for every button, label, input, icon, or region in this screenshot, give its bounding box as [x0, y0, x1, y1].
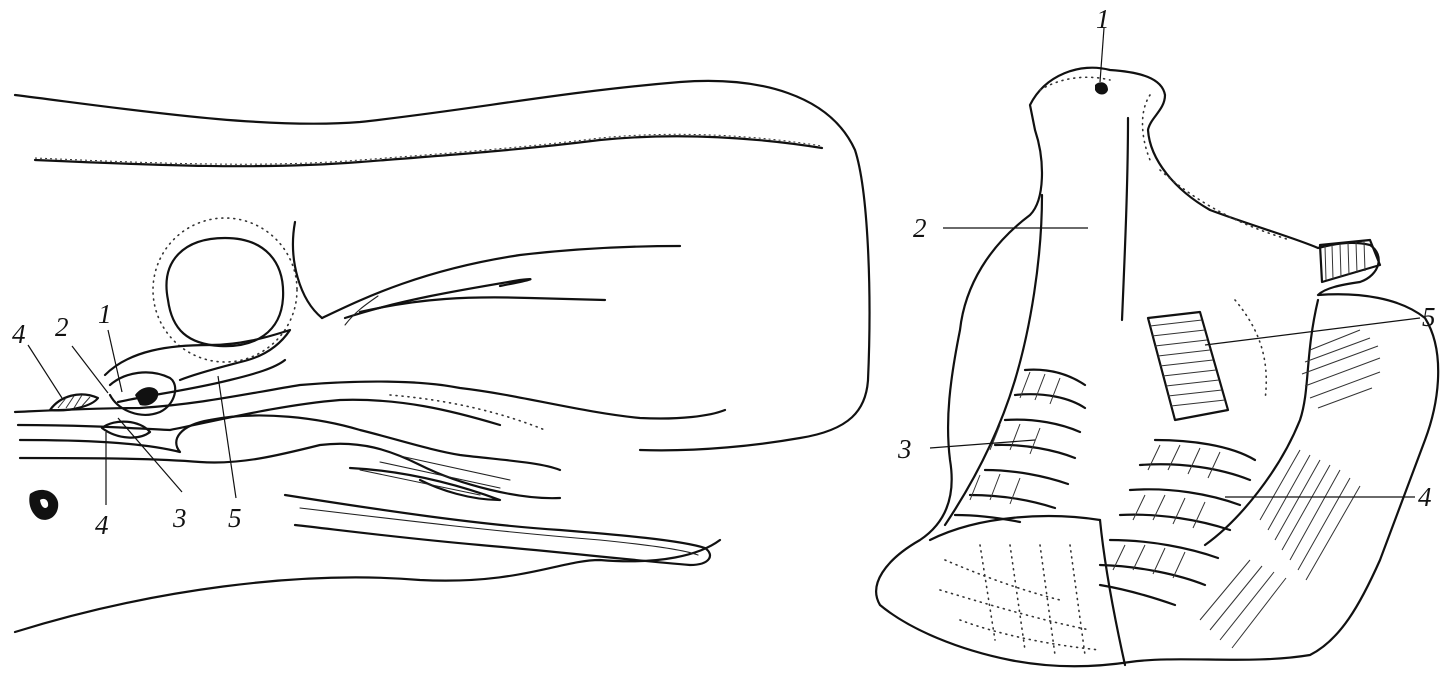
label-right-5: 5: [1422, 302, 1436, 332]
jaw-stratum-stipple: [390, 395, 545, 430]
skull-detail-drawing: [876, 28, 1438, 666]
bony-ridge-center: [1122, 118, 1128, 320]
nasal-passage-upper: [105, 330, 290, 380]
leader-left-2: [72, 346, 108, 393]
nostril: [1095, 82, 1108, 94]
dorsal-line: [35, 136, 822, 166]
tooth-row-upper-left: [955, 370, 1085, 522]
label-right-4: 4: [1418, 482, 1432, 512]
striations-lower-right: [1200, 450, 1360, 648]
dorsal-line-hatch: [35, 134, 822, 164]
stipple-top: [1040, 77, 1290, 400]
label-left-1: 1: [98, 299, 112, 329]
label-right-3: 3: [897, 434, 912, 464]
right-plate-ridge: [1205, 300, 1318, 545]
label-left-5: 5: [228, 503, 242, 533]
label-left-2: 2: [55, 312, 69, 342]
jaw-stratum-4: [20, 444, 560, 498]
internal-line-4: [360, 297, 605, 312]
internal-line-1: [293, 222, 322, 318]
leader-left-1: [108, 330, 122, 392]
orbit-halo: [153, 218, 297, 362]
lower-dotted-boundary: [930, 516, 1100, 540]
hatched-block: [1148, 312, 1228, 420]
leader-right-1: [1100, 28, 1104, 82]
head-section-drawing: [15, 81, 869, 632]
skull-outline: [876, 68, 1438, 667]
hatched-oval: [1302, 330, 1380, 408]
lower-plate-boundary: [1100, 520, 1125, 665]
nasal-sac-filled: [135, 387, 158, 406]
leader-right-5: [1205, 318, 1420, 345]
jaw-stratum-3: [20, 415, 560, 470]
label-left-3: 3: [172, 503, 187, 533]
label-right-2: 2: [913, 213, 927, 243]
leader-left-5: [218, 376, 236, 498]
label-left-4-top: 4: [12, 319, 26, 349]
lower-contour: [15, 540, 720, 632]
stipple-lower-plate: [940, 545, 1100, 655]
internal-line-2: [322, 246, 680, 318]
label-left-4-bottom: 4: [95, 510, 109, 540]
bony-ridge-left: [945, 195, 1042, 525]
leader-right-3: [930, 440, 1035, 448]
leader-left-4-top: [28, 345, 62, 398]
label-right-1: 1: [1096, 4, 1110, 34]
orbit: [167, 238, 284, 346]
